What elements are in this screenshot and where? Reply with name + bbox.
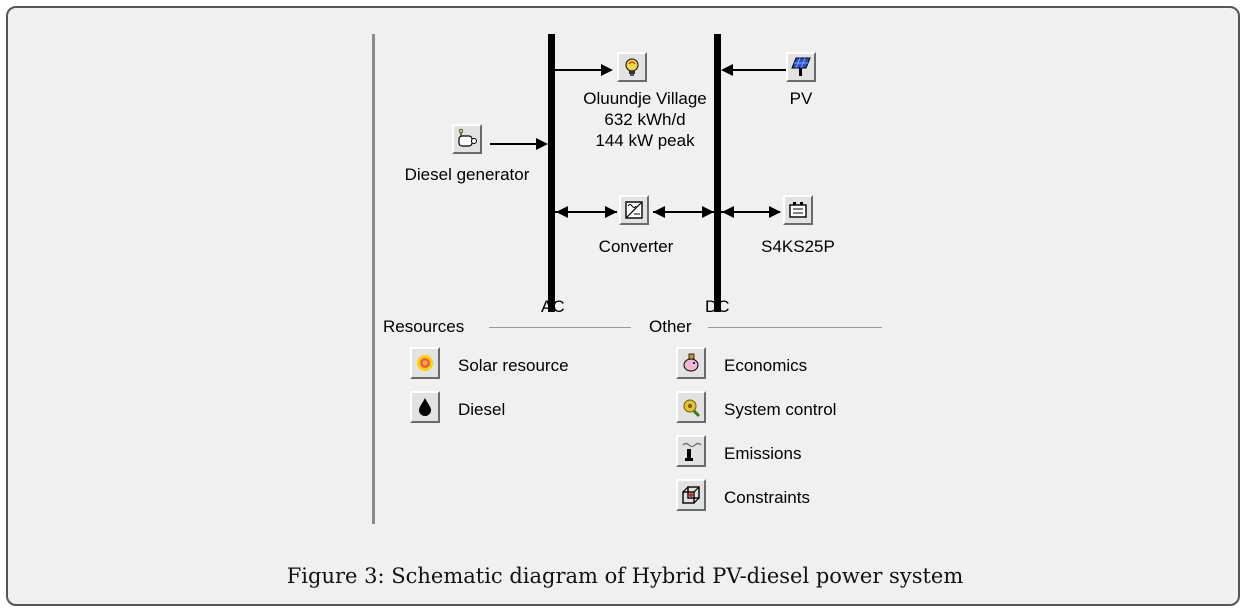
solar-resource-label: Solar resource <box>458 356 569 375</box>
load-energy: 632 kWh/d <box>604 110 686 129</box>
solar-panel-icon[interactable] <box>786 52 816 82</box>
schematic-panel <box>372 34 886 524</box>
load-label: Oluundje Village 632 kWh/d 144 kW peak <box>580 88 710 151</box>
system-control-label: System control <box>724 400 837 419</box>
generator-label: Diesel generator <box>404 165 530 184</box>
smokestack-icon[interactable] <box>676 435 706 467</box>
dc-batt-arrow-right <box>769 206 781 218</box>
constraints-label: Constraints <box>724 488 810 507</box>
other-heading: Other <box>649 317 692 336</box>
figure-caption: Figure 3: Schematic diagram of Hybrid PV… <box>286 564 964 588</box>
battery-icon[interactable] <box>783 195 813 225</box>
piggy-bank-icon[interactable] <box>676 347 706 379</box>
emissions-label: Emissions <box>724 444 802 463</box>
conv-dc-arrow-right <box>702 206 714 218</box>
gen-to-ac-arrow <box>536 138 548 150</box>
load-peak: 144 kW peak <box>595 131 695 150</box>
load-name: Oluundje Village <box>583 89 707 108</box>
conv-dc-arrow-left <box>653 206 665 218</box>
generator-icon[interactable] <box>452 124 482 154</box>
pv-label: PV <box>789 89 813 108</box>
panel-left-border <box>372 34 375 524</box>
sun-icon[interactable] <box>410 347 440 379</box>
ac-bus-label: AC <box>541 297 565 316</box>
other-divider <box>708 327 882 328</box>
resources-heading: Resources <box>383 317 465 336</box>
dc-batt-arrow-left <box>722 206 734 218</box>
fuel-drop-icon[interactable] <box>410 391 440 423</box>
control-icon[interactable] <box>676 391 706 423</box>
pv-to-dc-arrow <box>721 64 733 76</box>
dc-bus[interactable] <box>714 34 721 312</box>
economics-label: Economics <box>724 356 808 375</box>
resources-divider <box>489 327 631 328</box>
cube-icon[interactable] <box>676 479 706 511</box>
ac-to-load-arrow <box>601 64 613 76</box>
ac-bus[interactable] <box>548 34 555 312</box>
ac-conv-arrow-left <box>556 206 568 218</box>
converter-icon[interactable] <box>619 195 649 225</box>
diesel-resource-label: Diesel <box>458 400 506 419</box>
battery-label: S4KS25P <box>761 237 835 256</box>
converter-label: Converter <box>598 237 674 256</box>
ac-conv-arrow-right <box>605 206 617 218</box>
lightbulb-icon[interactable] <box>617 52 647 82</box>
dc-bus-label: DC <box>705 297 730 316</box>
